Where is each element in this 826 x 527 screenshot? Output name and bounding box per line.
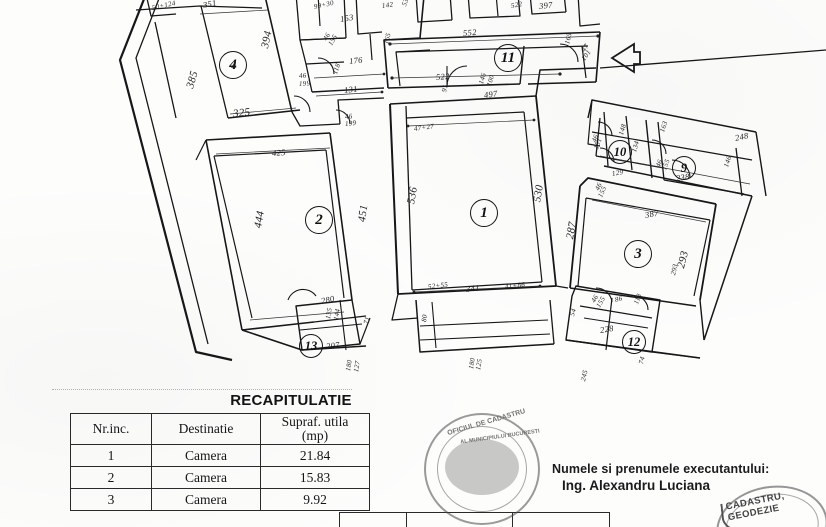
dimension-label: 207 (325, 339, 341, 351)
cell-destinatie: Camera (151, 466, 261, 490)
col-header-supraf-line2: (mp) (301, 428, 329, 444)
col-header-supraf-line1: Supraf. utila (281, 414, 349, 429)
dimension-label: 176 (348, 54, 364, 66)
room-number-2: 2 (305, 206, 333, 234)
room-number-4: 4 (219, 51, 247, 79)
col-header-nr: Nr.inc. (70, 412, 152, 446)
cell-suprafata: 9.92 (260, 488, 370, 512)
recapitulatie-title: RECAPITULATIE (230, 392, 352, 409)
room-number-1: 1 (470, 199, 498, 227)
cell-nr: 1 (70, 444, 152, 468)
executant-label: Numele si prenumele executantului: (552, 462, 770, 476)
room-number-12: 12 (622, 330, 646, 354)
dimension-label: 425 (271, 147, 286, 158)
col-header-dest: Destinatie (151, 412, 261, 446)
dimension-label: 497 (483, 88, 499, 100)
cell-suprafata: 21.84 (260, 444, 370, 468)
dimension-label: 142 (381, 0, 394, 10)
room-number-13: 13 (299, 334, 323, 358)
cell-destinatie: Camera (151, 444, 261, 468)
executant-name: Ing. Alexandru Luciana (562, 478, 711, 493)
dimension-label: 238 (675, 171, 691, 183)
scan-rule (52, 389, 352, 390)
dimension-label: 153 (339, 11, 355, 24)
dimension-label: 228 (599, 322, 615, 335)
cell-nr: 3 (70, 488, 152, 512)
dimension-label: 341 (465, 282, 481, 294)
dimension-label: 522 (435, 70, 451, 82)
recapitulatie-block: RECAPITULATIE Nr.inc. Destinatie Supraf.… (60, 392, 437, 512)
dimension-label: 131 (343, 83, 359, 95)
room-number-3: 3 (624, 240, 652, 268)
dimension-label: 199 (298, 79, 311, 88)
dimension-label: 80 (420, 313, 430, 323)
cell-destinatie: Camera (151, 488, 261, 512)
dimension-label: 4 (231, 60, 237, 72)
table-header-row: Nr.inc. Destinatie Supraf. utila (mp) (70, 412, 370, 446)
executant-block: Numele si prenumele executantului: Ing. … (552, 462, 769, 493)
dimension-label: 199 (344, 118, 357, 128)
dimension-label: 552 (462, 26, 478, 38)
cell-nr: 2 (70, 466, 152, 490)
room-number-11: 11 (494, 44, 522, 72)
dimension-label: 397 (538, 0, 554, 11)
north-arrow-icon (610, 42, 641, 74)
cell-suprafata: 15.83 (260, 466, 370, 490)
col-header-supraf: Supraf. utila (mp) (260, 412, 370, 446)
office-stamp: OFICIUL DE CADASTRU AL MUNICIPIULUI BUCU… (424, 408, 540, 525)
dimension-label: 71 (362, 315, 372, 325)
floor-plan-drawing (118, 0, 826, 362)
dimension-label: 325 (232, 106, 251, 120)
room-number-10: 10 (608, 140, 632, 164)
room-number-9: 9 (672, 156, 696, 180)
dimension-label: 451 (356, 203, 371, 223)
